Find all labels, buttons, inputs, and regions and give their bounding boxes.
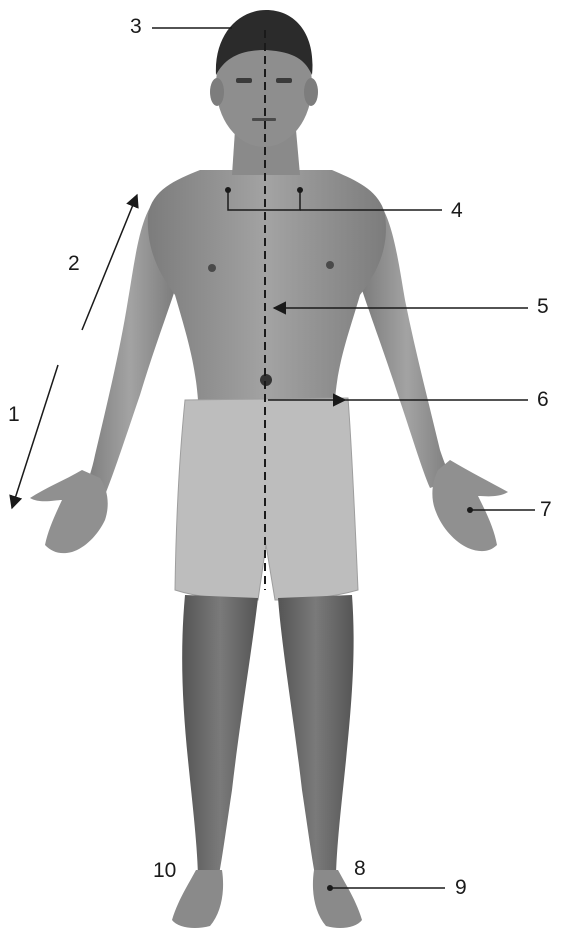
mouth bbox=[252, 118, 276, 121]
left-eye bbox=[236, 78, 252, 83]
label-6: 6 bbox=[537, 389, 549, 410]
left-leg bbox=[182, 595, 258, 880]
label-10: 10 bbox=[153, 860, 176, 881]
left-foot bbox=[172, 870, 223, 928]
label-9: 9 bbox=[455, 877, 467, 898]
body-silhouette bbox=[30, 10, 508, 928]
label-5: 5 bbox=[537, 296, 549, 317]
label-7: 7 bbox=[540, 499, 552, 520]
left-nipple bbox=[208, 264, 216, 272]
shorts bbox=[175, 398, 358, 600]
right-ear bbox=[304, 78, 318, 106]
label-3: 3 bbox=[130, 16, 142, 37]
label-4: 4 bbox=[451, 200, 463, 221]
right-hand bbox=[432, 460, 508, 551]
right-eye bbox=[276, 78, 292, 83]
left-hand bbox=[30, 470, 108, 553]
label-2: 2 bbox=[68, 253, 80, 274]
right-nipple bbox=[326, 261, 334, 269]
label-8: 8 bbox=[354, 858, 366, 879]
label-1: 1 bbox=[8, 404, 20, 425]
left-ear bbox=[210, 78, 224, 106]
right-leg bbox=[278, 595, 354, 880]
torso bbox=[148, 170, 386, 400]
